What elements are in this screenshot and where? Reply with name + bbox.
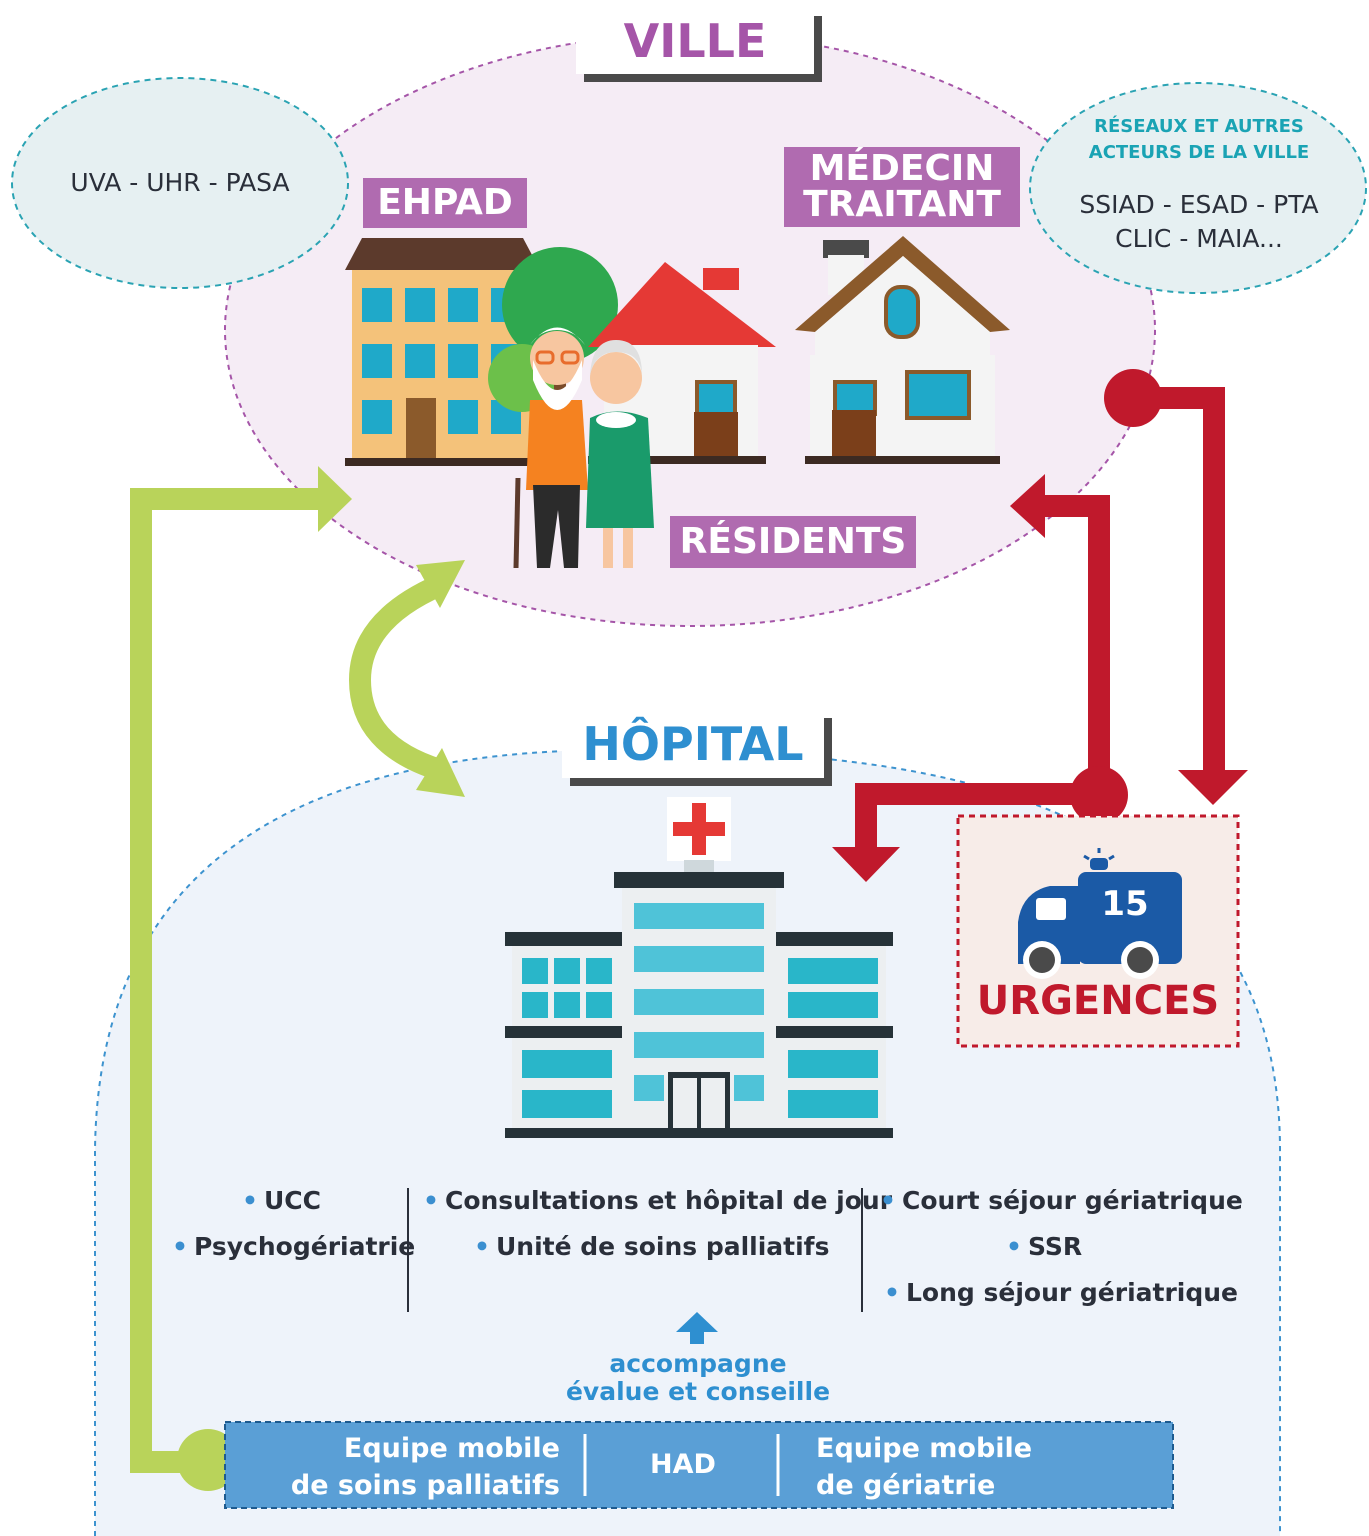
team-palliative-line2: de soins palliatifs	[290, 1470, 560, 1501]
team-geriatrie-line2: de gériatrie	[816, 1470, 996, 1501]
right-bubble-heading: RÉSEAUX ET AUTRES ACTEURS DE LA VILLE	[1040, 114, 1358, 166]
right-bubble-line2: CLIC - MAIA...	[1115, 224, 1283, 253]
team-palliative-line1: Equipe mobile	[343, 1433, 560, 1464]
service-item: •UCC	[242, 1186, 321, 1215]
green-return-arrow	[130, 466, 352, 1491]
team-geriatrie: Equipe mobile de gériatrie	[816, 1430, 1116, 1504]
ville-title: VILLE	[576, 8, 814, 74]
medecin-house-icon	[795, 236, 1010, 464]
emergency-number: 15	[1101, 884, 1149, 924]
hospital-building-icon	[505, 797, 893, 1138]
residents-label: RÉSIDENTS	[670, 516, 916, 568]
red-arrows	[832, 369, 1248, 882]
left-bubble	[11, 77, 349, 289]
right-bubble-body: SSIAD - ESAD - PTA CLIC - MAIA...	[1040, 188, 1358, 256]
team-geriatrie-line1: Equipe mobile	[816, 1433, 1033, 1464]
service-item: •Psychogériatrie	[172, 1232, 416, 1261]
teams-bar	[224, 1421, 1174, 1509]
medecin-label-line1: MÉDECIN	[809, 148, 995, 189]
support-line2: évalue et conseille	[565, 1377, 831, 1406]
right-bubble-line1: SSIAD - ESAD - PTA	[1079, 190, 1319, 219]
urgences-label: URGENCES	[976, 978, 1220, 1024]
team-palliative: Equipe mobile de soins palliatifs	[260, 1430, 560, 1504]
support-line1: accompagne	[609, 1349, 787, 1378]
ehpad-label: EHPAD	[363, 178, 527, 228]
left-bubble-text: UVA - UHR - PASA	[70, 168, 290, 197]
right-bubble	[1029, 82, 1367, 294]
support-text: accompagne évalue et conseille	[520, 1350, 876, 1406]
green-curved-arrow	[348, 560, 465, 797]
service-item: •Consultations et hôpital de jour	[423, 1186, 893, 1215]
team-had: HAD	[650, 1449, 716, 1480]
service-item: •Court séjour gériatrique	[880, 1186, 1243, 1215]
hopital-title: HÔPITAL	[562, 710, 824, 778]
up-arrow-icon	[676, 1312, 718, 1344]
ambulance-icon	[1018, 848, 1182, 979]
medecin-label-line2: TRAITANT	[803, 184, 1001, 225]
elderly-couple-icon	[513, 327, 654, 569]
medecin-label: MÉDECIN TRAITANT	[784, 147, 1020, 227]
right-bubble-heading-line2: ACTEURS DE LA VILLE	[1088, 142, 1310, 163]
service-item: •SSR	[1006, 1232, 1083, 1261]
service-item: •Unité de soins palliatifs	[474, 1232, 830, 1261]
service-item: •Long séjour gériatrique	[884, 1278, 1239, 1307]
right-bubble-heading-line1: RÉSEAUX ET AUTRES	[1094, 116, 1304, 137]
